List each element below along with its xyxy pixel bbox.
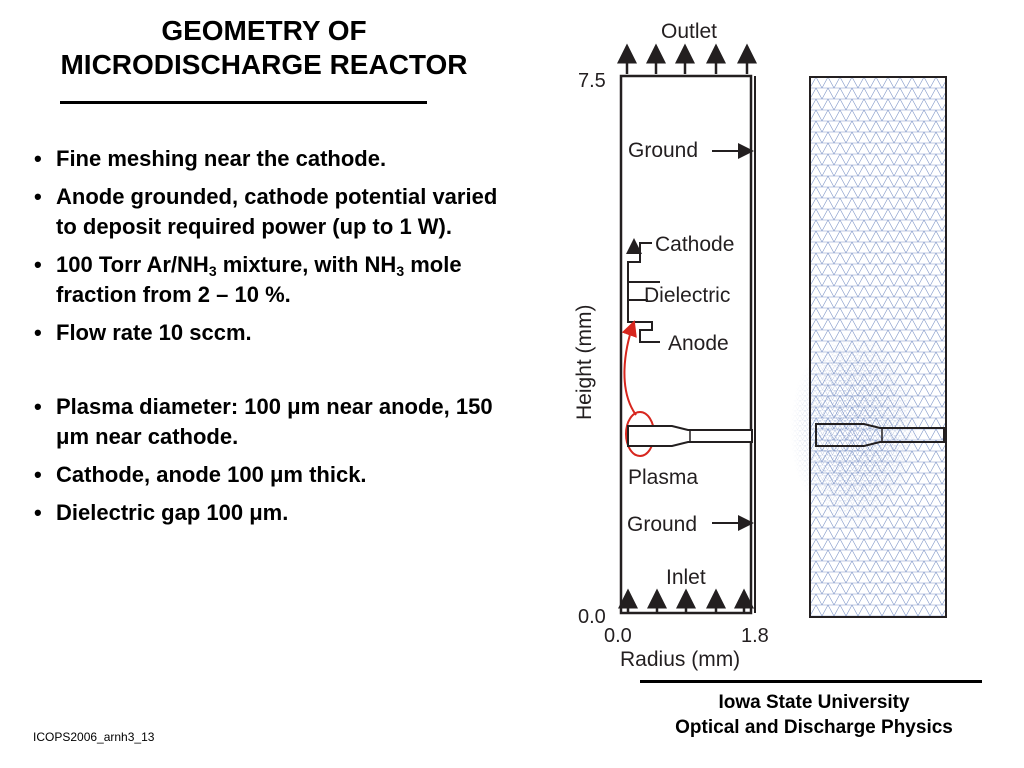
bullet-item: • Fine meshing near the cathode. xyxy=(34,144,524,174)
discharge-channel xyxy=(627,425,753,447)
bullet-list: • Fine meshing near the cathode. • Anode g… xyxy=(34,144,524,536)
anode-label: Anode xyxy=(668,332,729,355)
footer-rule xyxy=(640,680,982,683)
ground-top-label: Ground xyxy=(628,139,698,162)
title-underline xyxy=(60,101,427,104)
bullet-text-part: mole fraction from 2 – 10 %. xyxy=(56,252,462,307)
y-tick-bottom: 0.0 xyxy=(578,606,606,628)
electrode-stack xyxy=(626,238,660,343)
title-line-1: GEOMETRY OF xyxy=(161,15,367,46)
mesh-panel xyxy=(790,76,947,618)
inlet-label: Inlet xyxy=(666,566,706,589)
slide-id: ICOPS2006_arnh3_13 xyxy=(33,730,155,744)
x-tick-right: 1.8 xyxy=(741,625,769,647)
bullet-item: • Flow rate 10 sccm. xyxy=(34,318,524,348)
bullet-icon: • xyxy=(34,462,42,487)
bullet-text: Fine meshing near the cathode. xyxy=(56,146,387,171)
subscript: 3 xyxy=(208,263,217,279)
reactor-geometry-figure: Outlet 7.5 0.0 0.0 1.8 Height (mm) Radiu… xyxy=(573,20,947,671)
bullet-icon: • xyxy=(34,394,42,419)
bullet-text: Cathode, anode 100 μm thick. xyxy=(56,462,367,487)
bullet-text: Dielectric gap 100 μm. xyxy=(56,500,289,525)
x-tick-left: 0.0 xyxy=(604,625,632,647)
slide-title: GEOMETRY OF MICRODISCHARGE REACTOR xyxy=(0,14,528,82)
university-name: Iowa State University xyxy=(718,692,910,713)
bullet-icon: • xyxy=(34,320,42,345)
bullet-icon: • xyxy=(34,252,42,277)
footer-affiliation: Iowa State University Optical and Discha… xyxy=(630,690,998,740)
plasma-label: Plasma xyxy=(628,466,698,489)
group-name: Optical and Discharge Physics xyxy=(675,717,953,738)
bullet-text: Plasma diameter: 100 μm near anode, 150 … xyxy=(56,394,493,449)
bullet-icon: • xyxy=(34,500,42,525)
outlet-arrows xyxy=(617,43,757,74)
bullet-icon: • xyxy=(34,184,42,209)
bullet-item: • Plasma diameter: 100 μm near anode, 150… xyxy=(34,392,524,452)
bullet-text-part: mixture, with NH xyxy=(216,252,397,277)
y-axis-label: Height (mm) xyxy=(573,304,596,420)
y-tick-top: 7.5 xyxy=(578,70,606,92)
x-axis-label: Radius (mm) xyxy=(620,648,740,671)
bullet-item: • Dielectric gap 100 μm. xyxy=(34,498,524,528)
title-line-2: MICRODISCHARGE REACTOR xyxy=(60,49,468,80)
bullet-item: • Cathode, anode 100 μm thick. xyxy=(34,460,524,490)
plasma-pointer-arrow xyxy=(621,320,637,416)
bullet-text: Anode grounded, cathode potential varied… xyxy=(56,184,498,239)
bullet-item: •100 Torr Ar/NH3 mixture, with NH3 mole … xyxy=(34,250,524,310)
cathode-label: Cathode xyxy=(655,233,734,256)
bullet-text: Flow rate 10 sccm. xyxy=(56,320,252,345)
bullet-text-part: 100 Torr Ar/NH xyxy=(56,252,209,277)
inlet-arrows xyxy=(618,588,754,612)
bullet-item: • Anode grounded, cathode potential varie… xyxy=(34,182,524,242)
bullet-icon: • xyxy=(34,146,42,171)
ground-bottom-label: Ground xyxy=(627,513,697,536)
dielectric-label: Dielectric xyxy=(644,284,730,307)
outlet-label: Outlet xyxy=(661,20,717,43)
domain-outline xyxy=(619,74,753,615)
subscript: 3 xyxy=(396,263,405,279)
